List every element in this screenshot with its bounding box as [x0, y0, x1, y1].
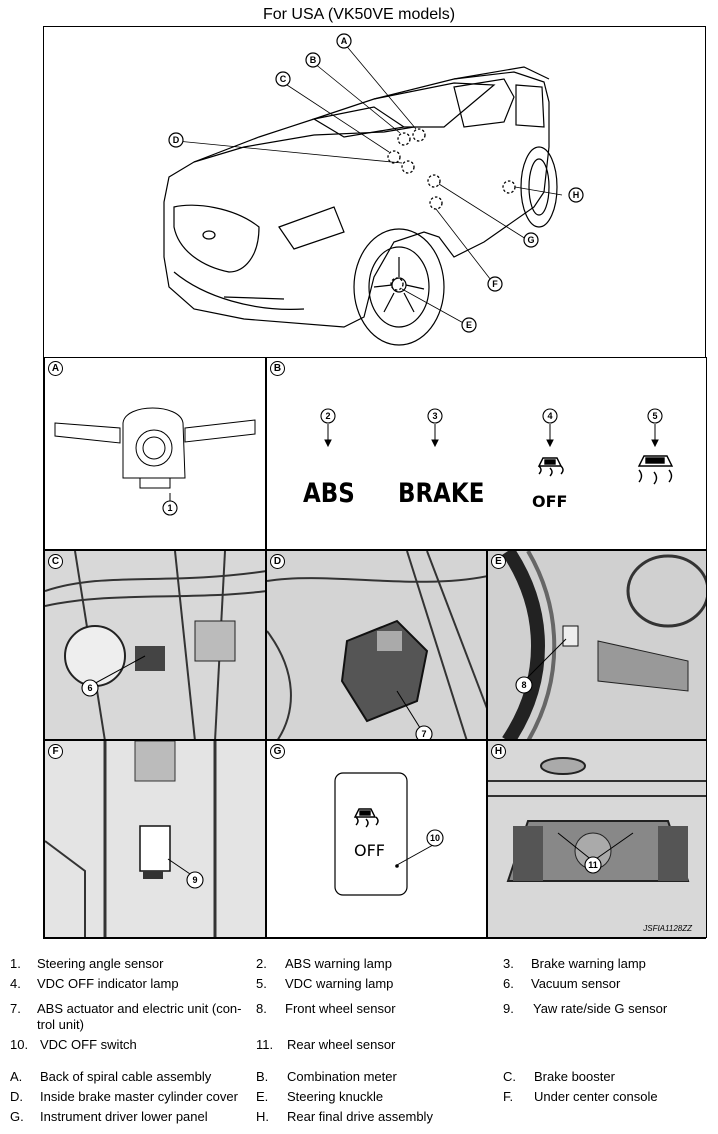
yaw-rate-sensor-photo: 9 — [45, 741, 265, 937]
page-title: For USA (VK50VE models) — [262, 6, 456, 23]
vehicle-overview-drawing: A B C D H G F E — [163, 33, 584, 346]
callout-H: H — [573, 190, 580, 200]
callout-3: 3 — [432, 411, 437, 421]
panel-C-brake-booster: C 6 C — [44, 550, 266, 740]
callout-11: 11 — [588, 860, 598, 870]
panel-label-G: G — [270, 744, 285, 759]
panel-D-brake-master-cylinder: 7 D — [266, 550, 487, 740]
callout-2: 2 — [325, 411, 330, 421]
callout-6: 6 — [87, 683, 92, 693]
panel-F-center-console: 9 F — [44, 740, 266, 938]
meter-indicators-drawing: 2 3 4 5 — [320, 408, 674, 485]
panel-label-H: H — [491, 744, 506, 759]
panel-B-combination-meter: B 2 3 4 5 — [266, 357, 707, 550]
abs-actuator-photo: 7 — [267, 551, 486, 739]
callout-1: 1 — [167, 503, 172, 513]
callout-E: E — [466, 320, 472, 330]
vdc-off-switch-text: OFF — [354, 841, 385, 860]
callout-9: 9 — [192, 875, 197, 885]
callout-G: G — [527, 235, 534, 245]
vdc-off-switch-drawing: 10 — [334, 772, 444, 896]
callout-4: 4 — [547, 411, 552, 421]
panel-label-D: D — [270, 554, 285, 569]
panel-label-C-overlay: C — [48, 554, 63, 569]
callout-10: 10 — [430, 833, 440, 843]
callout-A: A — [341, 36, 348, 46]
panel-label-F: F — [48, 744, 63, 759]
brake-booster-photo: 6 — [45, 551, 265, 739]
callout-B: B — [310, 55, 317, 65]
vdc-off-icon — [537, 457, 564, 477]
callout-5: 5 — [652, 411, 657, 421]
panel-label-B: B — [270, 361, 285, 376]
panel-label-A: A — [48, 361, 63, 376]
vdc-warning-icon — [637, 455, 674, 485]
callout-8: 8 — [521, 680, 526, 690]
brake-warning-lamp-text: BRAKE — [398, 478, 485, 509]
panel-A-spiral-cable: A 1 — [44, 357, 266, 550]
front-wheel-sensor-photo: 8 — [488, 551, 706, 739]
callout-C: C — [280, 74, 287, 84]
panel-G-instrument-lower-panel: G 10 OFF — [266, 740, 487, 938]
component-location-figure: A B C D H G F E A 1 B — [43, 26, 707, 939]
rear-wheel-sensor-photo: 11 — [488, 741, 706, 937]
panel-E-steering-knuckle: 8 E — [487, 550, 707, 740]
panel-H-rear-final-drive: 11 H JSFIA1128ZZ — [487, 740, 707, 938]
callout-7: 7 — [421, 729, 426, 739]
callout-D: D — [173, 135, 180, 145]
abs-warning-lamp-text: ABS — [303, 478, 355, 509]
steering-angle-sensor-drawing: 1 — [54, 407, 256, 516]
figure-code: JSFIA1128ZZ — [643, 924, 692, 933]
panel-label-E: E — [491, 554, 506, 569]
callout-F: F — [492, 279, 498, 289]
vdc-off-indicator-text: OFF — [532, 492, 568, 511]
